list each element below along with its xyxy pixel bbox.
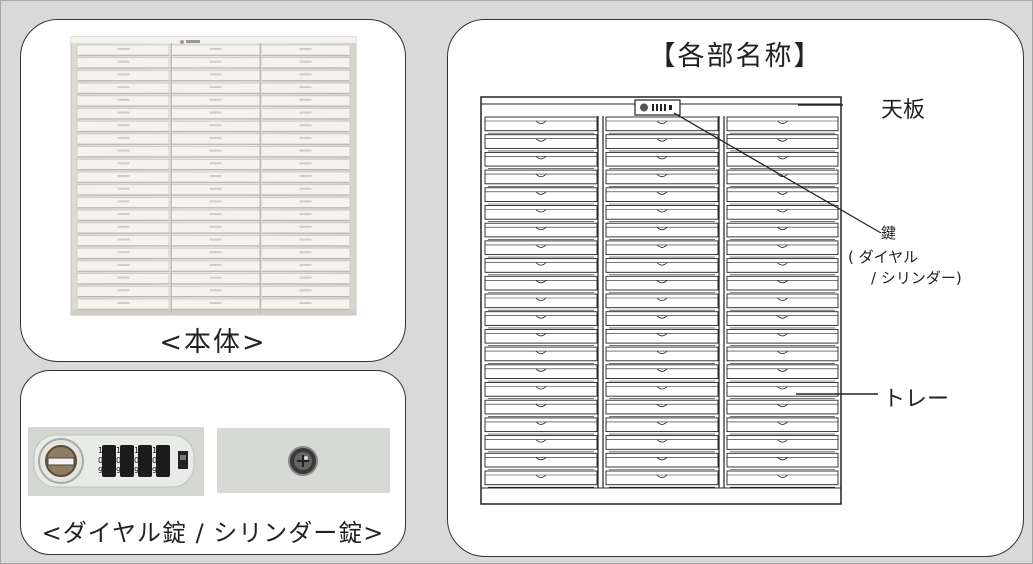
photo-drawer <box>260 285 351 298</box>
photo-drawer <box>260 44 351 57</box>
photo-drawer <box>168 247 263 260</box>
cabinet-line-drawing <box>480 96 882 505</box>
parts-panel: 【各部名称】 天板 鍵 ( ダイヤル / <box>447 19 1024 557</box>
photo-drawer <box>260 158 351 171</box>
photo-drawer <box>168 222 263 234</box>
body-caption: <本体> <box>159 327 267 358</box>
photo-drawer <box>260 171 351 184</box>
photo-drawer <box>168 209 263 222</box>
label-lock-sub1: ( ダイヤル <box>848 248 919 266</box>
photo-drawer <box>168 108 263 120</box>
dial-digit: 0 <box>116 456 121 465</box>
photo-drawer <box>260 108 351 120</box>
photo-drawer <box>168 57 263 69</box>
photo-drawer <box>76 158 171 171</box>
cabinet-photo <box>70 36 357 316</box>
label-tray: トレー <box>883 387 950 412</box>
dial-wheel <box>102 445 116 477</box>
photo-drawer <box>168 260 263 272</box>
dial-wheel <box>120 445 134 477</box>
photo-drawer <box>260 184 351 196</box>
photo-drawer <box>168 70 263 82</box>
photo-drawer <box>168 298 263 311</box>
photo-drawer <box>168 184 263 196</box>
photo-drawer <box>168 235 263 247</box>
photo-drawer <box>76 298 171 311</box>
photo-drawer <box>260 247 351 260</box>
photo-drawer <box>76 235 171 247</box>
lock-caption: <ダイヤル錠 / シリンダー錠> <box>41 519 385 547</box>
photo-drawer <box>76 171 171 184</box>
photo-drawer <box>76 120 171 133</box>
photo-drawer <box>76 57 171 69</box>
photo-drawer <box>168 120 263 133</box>
photo-drawer <box>168 95 263 107</box>
photo-drawer <box>76 222 171 234</box>
photo-drawer <box>260 209 351 222</box>
photo-drawer <box>76 95 171 107</box>
photo-drawer <box>76 82 171 95</box>
photo-drawer <box>260 70 351 82</box>
photo-drawer <box>76 44 171 57</box>
dial-digit: 0 <box>134 456 139 465</box>
photo-drawer <box>260 273 351 285</box>
photo-drawer <box>260 196 351 209</box>
dial-digit: 1 <box>152 446 157 455</box>
label-top-plate: 天板 <box>881 98 926 123</box>
photo-drawer <box>260 146 351 158</box>
dial-digit: 9 <box>98 466 103 475</box>
photo-drawer <box>260 235 351 247</box>
label-lock-sub2: / シリンダー) <box>871 269 962 287</box>
photo-drawer <box>260 57 351 69</box>
photo-drawer <box>76 209 171 222</box>
photo-drawer <box>76 70 171 82</box>
photo-drawer <box>76 133 171 146</box>
dial-digit: 9 <box>134 466 139 475</box>
body-panel: <本体> <box>20 19 406 362</box>
photo-drawer <box>76 196 171 209</box>
photo-drawer <box>76 273 171 285</box>
parts-title: 【各部名称】 <box>648 41 823 72</box>
photo-drawer <box>76 247 171 260</box>
photo-drawer <box>168 171 263 184</box>
photo-drawer <box>168 133 263 146</box>
dial-digit: 1 <box>134 446 139 455</box>
photo-drawer <box>260 95 351 107</box>
photo-drawer <box>168 285 263 298</box>
dial-wheel <box>138 445 152 477</box>
photo-drawer <box>168 196 263 209</box>
photo-drawer <box>76 260 171 272</box>
cylinder-lock-photo <box>217 428 390 493</box>
photo-drawer <box>168 273 263 285</box>
photo-drawer <box>76 184 171 196</box>
dial-digit: 9 <box>116 466 121 475</box>
photo-drawer <box>168 82 263 95</box>
photo-drawer <box>260 120 351 133</box>
photo-drawer <box>76 146 171 158</box>
photo-drawer <box>168 44 263 57</box>
photo-drawer <box>168 158 263 171</box>
label-lock: 鍵 <box>881 224 897 242</box>
dial-wheel <box>156 445 170 477</box>
photo-drawer <box>260 133 351 146</box>
dial-digit: 1 <box>98 446 103 455</box>
dial-digit: 1 <box>116 446 121 455</box>
dial-digit: 9 <box>152 466 157 475</box>
photo-drawer <box>260 298 351 311</box>
photo-drawer <box>260 82 351 95</box>
photo-drawer <box>76 285 171 298</box>
dial-digit: 0 <box>152 456 157 465</box>
photo-drawer <box>76 108 171 120</box>
photo-drawer <box>260 222 351 234</box>
photo-drawer <box>260 260 351 272</box>
dial-digit: 0 <box>98 456 103 465</box>
photo-drawer <box>168 146 263 158</box>
